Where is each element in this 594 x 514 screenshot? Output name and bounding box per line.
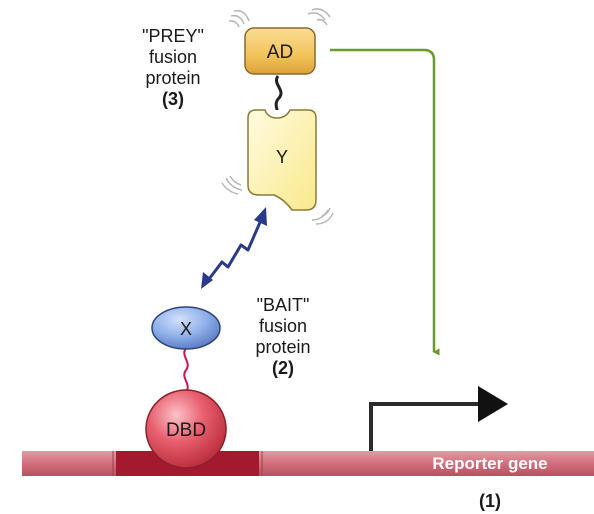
prey-linker xyxy=(274,75,283,111)
prey-label-line2: fusion xyxy=(148,47,198,67)
prey-label-number-wrap: (3) xyxy=(118,89,228,110)
ad-domain: AD xyxy=(228,8,331,75)
activation-arrow xyxy=(330,48,440,356)
transcription-arrowhead xyxy=(478,386,508,422)
bait-fusion-protein-label: "BAIT" fusion protein (2) xyxy=(228,295,338,379)
bait-label-number-wrap: (2) xyxy=(228,358,338,379)
dbd-domain: DBD xyxy=(145,389,227,469)
x-label: X xyxy=(180,319,192,339)
ad-motion-marks xyxy=(228,8,331,28)
prey-label-line1: "PREY" xyxy=(142,26,204,46)
prey-label-line3: protein xyxy=(145,68,201,88)
dna-strand: Reporter gene xyxy=(22,451,594,476)
interaction-arrowhead-bottom xyxy=(201,272,213,289)
interaction-arrowhead-top xyxy=(254,207,267,226)
x-domain: X xyxy=(151,306,221,350)
y-motion-marks xyxy=(221,175,334,225)
prey-fusion-protein-label: "PREY" fusion protein (3) xyxy=(118,26,228,110)
y-domain: Y xyxy=(221,109,334,225)
reporter-number-label: (1) xyxy=(460,491,520,512)
bait-linker xyxy=(183,347,189,393)
reporter-number: (1) xyxy=(479,491,501,511)
bait-label-line3: protein xyxy=(255,337,311,357)
reporter-gene-label: Reporter gene xyxy=(432,454,547,473)
bait-label-line2: fusion xyxy=(258,316,308,336)
prey-label-number: (3) xyxy=(162,89,184,109)
bait-label-line1: "BAIT" xyxy=(256,295,310,315)
interaction-arrow xyxy=(201,207,267,289)
ad-label: AD xyxy=(267,42,293,63)
y-label: Y xyxy=(276,147,288,167)
dbd-label: DBD xyxy=(166,420,206,441)
transcription-arrow xyxy=(369,386,508,451)
bait-label-number: (2) xyxy=(272,358,294,378)
